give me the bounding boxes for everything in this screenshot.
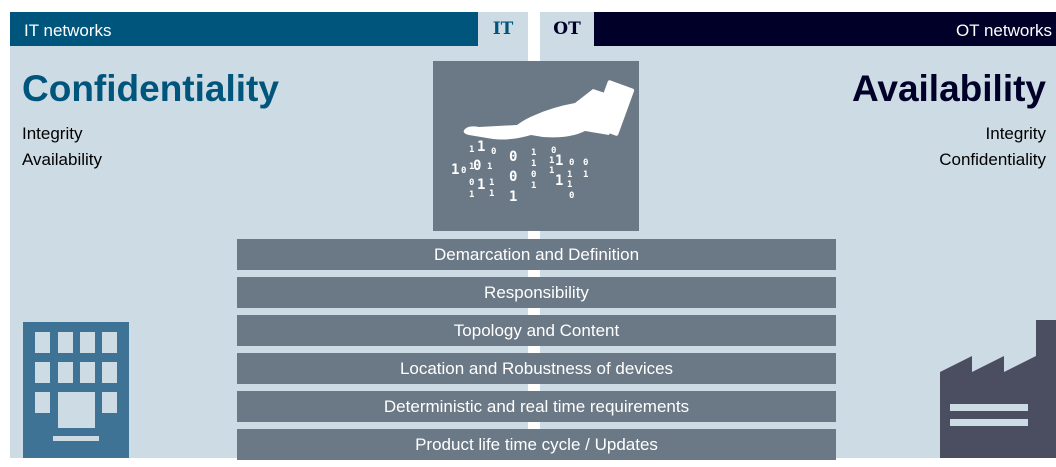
svg-text:1: 1 bbox=[469, 190, 474, 200]
svg-text:1: 1 bbox=[549, 156, 554, 166]
svg-text:1: 1 bbox=[555, 173, 563, 189]
svg-text:0: 0 bbox=[469, 178, 474, 188]
svg-text:1: 1 bbox=[555, 153, 563, 169]
factory-graphic bbox=[940, 320, 1056, 458]
building-graphic bbox=[35, 332, 117, 441]
svg-text:0: 0 bbox=[569, 191, 574, 201]
svg-text:1: 1 bbox=[489, 189, 494, 199]
svg-text:1: 1 bbox=[477, 177, 485, 193]
it-secondary-goals: Integrity Availability bbox=[22, 121, 102, 173]
it-goal-integrity: Integrity bbox=[22, 124, 83, 143]
it-header-bar: IT networks bbox=[10, 12, 528, 46]
band-topology: Topology and Content bbox=[237, 315, 836, 346]
svg-text:1: 1 bbox=[489, 178, 494, 188]
svg-text:0: 0 bbox=[509, 149, 517, 165]
svg-text:1: 1 bbox=[567, 180, 572, 190]
svg-text:0: 0 bbox=[551, 146, 556, 156]
svg-text:0: 0 bbox=[569, 158, 574, 168]
it-tag: IT bbox=[478, 12, 528, 46]
ot-goal-confidentiality: Confidentiality bbox=[939, 150, 1046, 169]
svg-text:1: 1 bbox=[477, 139, 485, 155]
svg-text:1: 1 bbox=[583, 170, 588, 180]
office-building-icon bbox=[23, 322, 129, 458]
svg-text:1: 1 bbox=[469, 145, 474, 155]
it-primary-goal: Confidentiality bbox=[22, 68, 279, 109]
svg-text:0: 0 bbox=[531, 170, 536, 180]
difference-bands: Demarcation and Definition Responsibilit… bbox=[237, 239, 836, 467]
ot-header-bar: OT networks bbox=[594, 12, 1056, 46]
ot-secondary-goals: Integrity Confidentiality bbox=[939, 121, 1046, 173]
svg-text:1: 1 bbox=[531, 159, 536, 169]
svg-text:1: 1 bbox=[549, 166, 554, 176]
svg-text:0: 0 bbox=[461, 166, 466, 176]
svg-text:1: 1 bbox=[509, 189, 517, 205]
binary-digits: 1 1 0 1 1 0 0 1 0 1 1 1 1 0 0 1 1 1 0 1 bbox=[451, 139, 588, 205]
hand-shape bbox=[463, 80, 635, 140]
svg-text:0: 0 bbox=[491, 147, 496, 157]
factory-icon bbox=[940, 320, 1056, 458]
ot-tag: OT bbox=[540, 12, 594, 46]
it-networks-label: IT networks bbox=[24, 21, 112, 40]
svg-text:0: 0 bbox=[473, 158, 481, 174]
hand-binary-graphic: 1 1 0 1 1 0 0 1 0 1 1 1 1 0 0 1 1 1 0 1 bbox=[451, 80, 635, 205]
svg-text:0: 0 bbox=[509, 169, 517, 185]
svg-text:1: 1 bbox=[487, 162, 492, 172]
svg-text:1: 1 bbox=[451, 162, 459, 178]
it-goal-availability: Availability bbox=[22, 150, 103, 169]
band-lifecycle: Product life time cycle / Updates bbox=[237, 429, 836, 460]
band-location-robustness: Location and Robustness of devices bbox=[237, 353, 836, 384]
svg-text:0: 0 bbox=[583, 158, 588, 168]
ot-goal-integrity: Integrity bbox=[985, 124, 1046, 143]
hand-touching-binary-data-icon: 1 1 0 1 1 0 0 1 0 1 1 1 1 0 0 1 1 1 0 1 bbox=[433, 61, 639, 231]
svg-text:1: 1 bbox=[567, 170, 572, 180]
band-demarcation: Demarcation and Definition bbox=[237, 239, 836, 270]
band-responsibility: Responsibility bbox=[237, 277, 836, 308]
ot-networks-label: OT networks bbox=[955, 21, 1052, 40]
ot-primary-goal: Availability bbox=[852, 68, 1046, 109]
svg-text:1: 1 bbox=[531, 181, 536, 191]
svg-text:1: 1 bbox=[531, 148, 536, 158]
svg-text:1: 1 bbox=[469, 162, 474, 172]
band-realtime: Deterministic and real time requirements bbox=[237, 391, 836, 422]
